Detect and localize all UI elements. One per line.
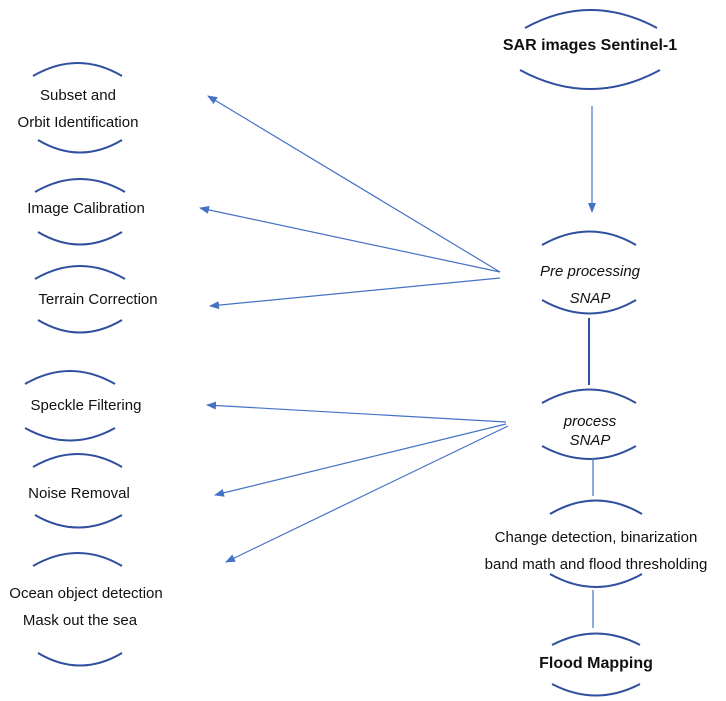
analysis-label-line2: band math and flood thresholding <box>484 556 708 573</box>
calibration-node-arcs <box>34 178 126 246</box>
preprocessing-node-arcs <box>541 230 637 315</box>
noise-label: Noise Removal <box>28 485 130 502</box>
source-node-arcs <box>519 9 661 90</box>
preprocessing-to-calibration-arrow <box>199 205 501 273</box>
result-node-arcs <box>551 632 641 697</box>
analysis-label-line1: Change detection, binarization <box>494 529 698 546</box>
preprocessing-label-line2: SNAP <box>569 290 611 307</box>
terrain-node-arcs <box>34 265 126 334</box>
noise-node-arcs <box>32 453 123 529</box>
preprocessing-label-line1: Pre processing <box>539 263 641 280</box>
subset-node-arcs <box>32 62 123 154</box>
process-to-speckle-arrow <box>206 401 507 423</box>
preprocessing-to-subset-arrow <box>207 95 501 273</box>
speckle-label: Speckle Filtering <box>30 397 142 414</box>
source-label: SAR images Sentinel-1 <box>502 37 678 54</box>
calibration-label: Image Calibration <box>27 200 145 217</box>
process-label-line1: process <box>563 413 617 430</box>
subset-label-line1: Subset and <box>40 87 116 104</box>
process-to-noise-arrow <box>214 423 507 497</box>
result-label: Flood Mapping <box>539 655 653 672</box>
ocean-node-arcs <box>32 552 123 667</box>
process-node-arcs <box>541 388 637 460</box>
subset-label-line2: Orbit Identification <box>17 114 139 131</box>
process-label-line2: SNAP <box>569 432 611 449</box>
speckle-node-arcs <box>24 370 116 442</box>
analysis-node-arcs <box>549 499 643 588</box>
preprocessing-to-terrain-arrow <box>209 277 501 310</box>
ocean-label-line2: Mask out the sea <box>22 612 138 629</box>
process-to-ocean-arrow <box>225 425 509 563</box>
ocean-label-line1: Ocean object detection <box>9 585 163 602</box>
terrain-label: Terrain Correction <box>38 291 158 308</box>
